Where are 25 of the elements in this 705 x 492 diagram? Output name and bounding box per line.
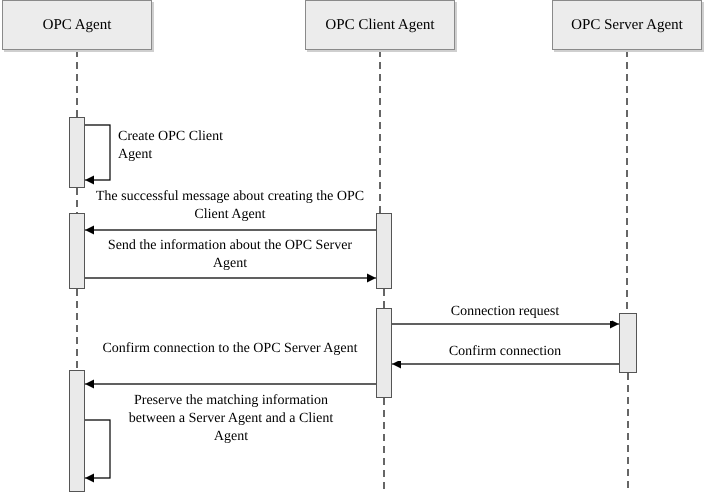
lifeline [76, 50, 78, 117]
lifeline [76, 289, 78, 370]
message-arrow [392, 320, 619, 328]
self-message-arrow [85, 124, 111, 184]
message-arrow [85, 380, 376, 388]
message-arrow [85, 274, 376, 282]
activation-bar [376, 308, 392, 398]
lifeline-head [2, 0, 152, 50]
lifeline-head [552, 0, 702, 50]
lifeline [379, 50, 381, 213]
lifeline [383, 398, 385, 492]
participant-name: OPC Server Agent [571, 16, 683, 34]
lifeline [76, 188, 78, 213]
message-arrow [392, 360, 619, 368]
activation-bar [69, 213, 85, 289]
participant-name: OPC Agent [42, 16, 112, 34]
message-arrow [85, 226, 376, 234]
self-message-arrow [85, 419, 111, 482]
lifeline [383, 289, 385, 308]
activation-bar [69, 117, 85, 188]
activation-bar [69, 370, 85, 492]
lifeline-head [305, 0, 455, 50]
activation-bar [376, 213, 392, 289]
activation-bar [619, 313, 637, 373]
participant-name: OPC Client Agent [325, 16, 435, 34]
